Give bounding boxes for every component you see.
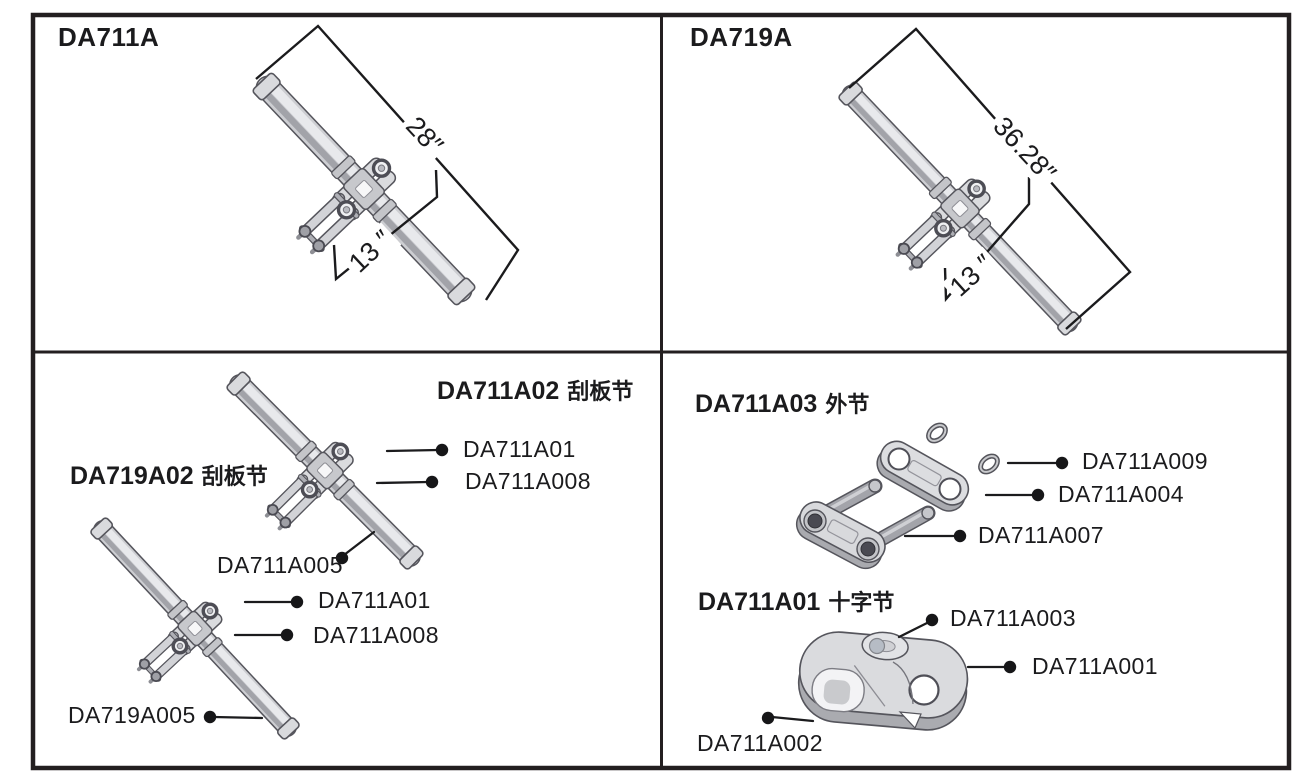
part-label: DA711A007 [978, 522, 1104, 548]
da711a01-cross-joint-drawing [797, 631, 969, 731]
part-label: DA719A005 [68, 702, 196, 728]
part-label: DA711A001 [1032, 653, 1158, 679]
plate-hole [938, 477, 962, 501]
da719a-assembly-drawing [838, 81, 1082, 336]
callout-bullet [953, 529, 967, 543]
section-title-da711a03: DA711A03 外节 [695, 390, 870, 419]
panel-title-da711a: DA711A [58, 22, 160, 52]
part-label: DA711A009 [1082, 448, 1208, 474]
part-label: DA711A01 [318, 587, 431, 613]
callout-bullet [925, 613, 939, 627]
da719a02-scraper-section-drawing [90, 517, 300, 740]
callout-bullet [280, 628, 294, 642]
section-title-da719a02: DA719A02 刮板节 [70, 462, 268, 491]
callout-bullet [1031, 488, 1045, 502]
pin-head [860, 541, 876, 557]
callout-bullet [425, 475, 439, 489]
callout-bullet [290, 595, 304, 609]
leader-lines [212, 448, 1059, 723]
part-label: DA711A002 [697, 730, 823, 756]
retaining-ring [978, 453, 1000, 475]
cross-joint-hole [908, 674, 940, 706]
callout-bullet [761, 711, 775, 725]
part-label: DA711A008 [313, 622, 439, 648]
callout-bullet [1055, 456, 1069, 470]
pin-head [807, 513, 823, 529]
frame-borders [30, 12, 1292, 771]
section-title-da711a01: DA711A01 十字节 [698, 588, 895, 617]
part-label: DA711A005 [217, 552, 343, 578]
panel-title-da719a: DA719A [690, 22, 793, 52]
retaining-ring [926, 422, 948, 444]
outer-link-upper-plate [876, 440, 970, 512]
da711a02-scraper-section-drawing [226, 371, 424, 570]
da711a03-outer-link-drawing [795, 422, 1000, 570]
part-label: DA711A003 [950, 605, 1076, 631]
part-label: DA711A004 [1058, 481, 1184, 507]
section-name-cn: 外节 [825, 392, 870, 417]
section-code: DA711A01 [698, 588, 821, 616]
callout-bullets [203, 443, 1069, 725]
part-label: DA711A008 [465, 468, 591, 494]
cross-joint-plug [868, 637, 886, 655]
callout-bullet [203, 710, 217, 724]
section-code: DA711A03 [695, 390, 818, 418]
da711a-assembly-drawing [252, 72, 476, 306]
section-name-cn: 十字节 [828, 590, 895, 615]
section-name-cn: 刮板节 [201, 464, 268, 489]
callout-bullet [1003, 660, 1017, 674]
cross-joint-notch [898, 711, 922, 730]
callout-bullet [335, 551, 349, 565]
section-code: DA711A02 [437, 377, 560, 405]
cross-joint-crease [892, 661, 914, 705]
section-name-cn: 刮板节 [567, 379, 634, 404]
part-label: DA711A01 [463, 436, 576, 462]
section-title-da711a02: DA711A02 刮板节 [437, 377, 634, 406]
callout-bullet [435, 443, 449, 457]
plate-hole [887, 447, 911, 471]
section-code: DA719A02 [70, 462, 194, 490]
